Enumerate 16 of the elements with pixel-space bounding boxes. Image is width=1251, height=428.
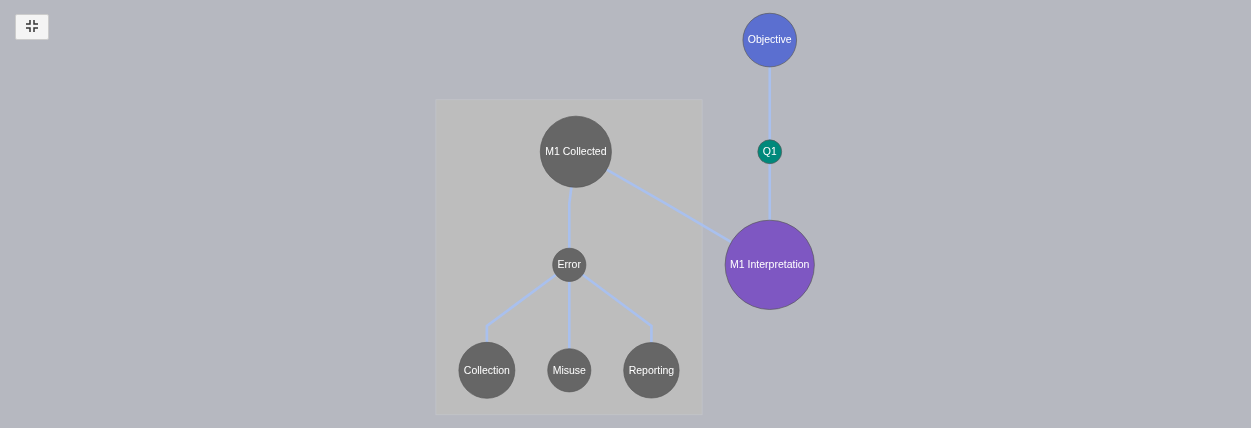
node-circle: M1 Interpretation	[724, 219, 815, 310]
node-circle: Error	[552, 247, 587, 282]
connector	[581, 273, 653, 343]
connector	[605, 168, 732, 244]
node-circle: Misuse	[547, 348, 592, 393]
node-circle: Reporting	[623, 342, 680, 399]
connector	[768, 66, 771, 140]
node-circle: Q1	[757, 139, 782, 165]
cluster	[435, 99, 703, 416]
connector	[567, 186, 573, 249]
node-circle: M1 Collected	[539, 115, 612, 188]
connector	[485, 273, 557, 343]
node-circle: Objective	[742, 12, 797, 68]
connector	[768, 163, 771, 221]
connector	[567, 281, 571, 349]
node-circle: Collection	[458, 342, 516, 399]
